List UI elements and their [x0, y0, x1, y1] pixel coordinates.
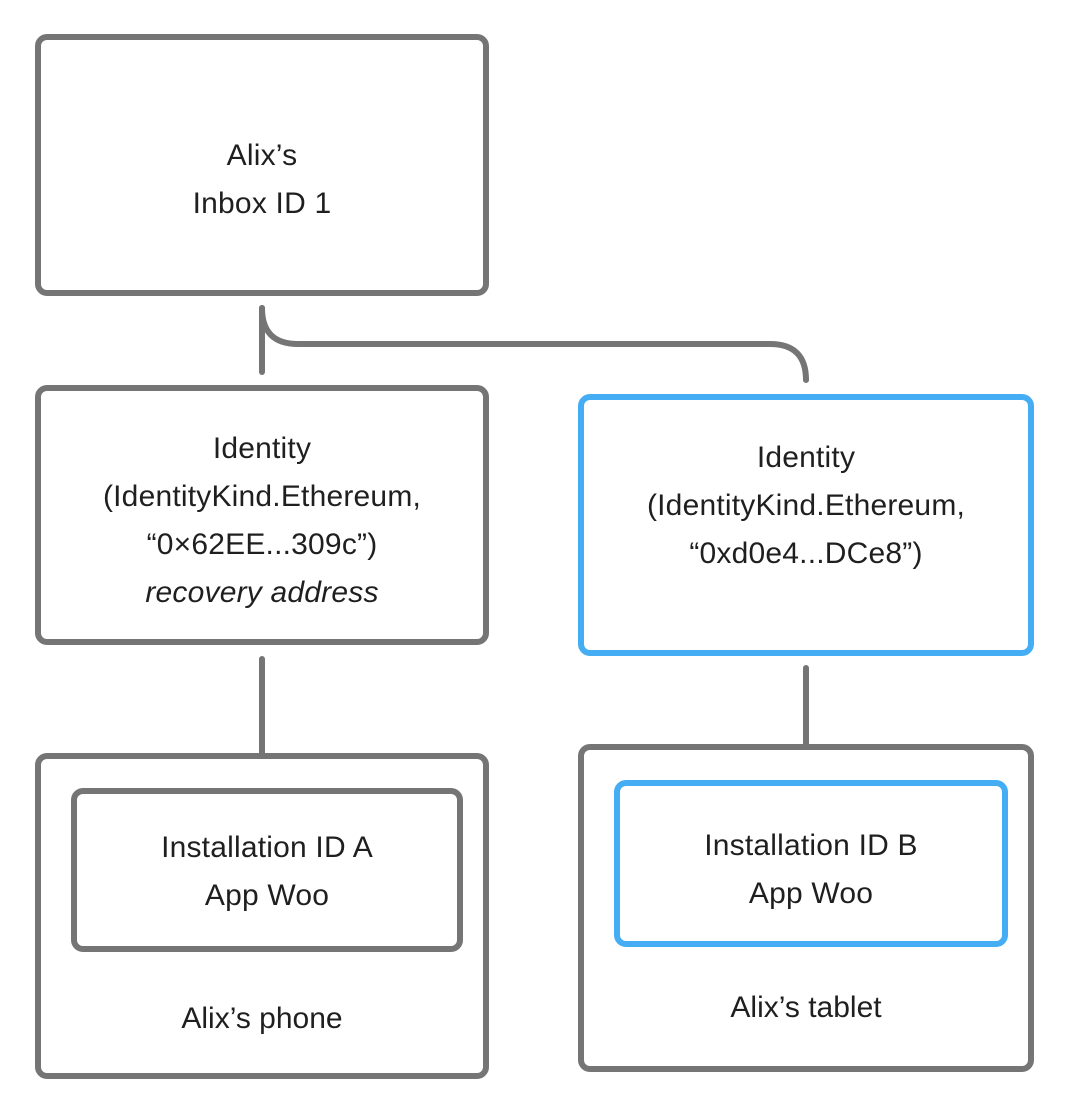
installation-id-label: Installation ID A: [161, 831, 373, 864]
identity-second-text: Identity (IdentityKind.Ethereum, “0xd0e4…: [584, 434, 1028, 578]
installation-b-node: Installation ID B App Woo: [614, 780, 1008, 947]
inbox-owner-label: Alix’s: [226, 139, 298, 172]
identity-title: Identity: [756, 441, 856, 474]
installation-id-label: Installation ID B: [704, 829, 918, 862]
identity-second-node: Identity (IdentityKind.Ethereum, “0xd0e4…: [578, 394, 1034, 656]
inbox-id-text: Alix’s Inbox ID 1: [41, 132, 483, 228]
identity-recovery-text: Identity (IdentityKind.Ethereum, “0×62EE…: [41, 425, 483, 617]
device-tablet-node: Installation ID B App Woo Alix’s tablet: [578, 744, 1034, 1072]
identity-title: Identity: [212, 432, 312, 465]
recovery-address-note: recovery address: [145, 576, 379, 609]
identity-kind: (IdentityKind.Ethereum,: [646, 489, 966, 522]
identity-kind: (IdentityKind.Ethereum,: [102, 480, 422, 513]
identity-address: “0×62EE...309c”): [146, 528, 378, 561]
inbox-id-node: Alix’s Inbox ID 1: [35, 34, 489, 296]
identity-address: “0xd0e4...DCe8”): [689, 537, 923, 570]
installation-a-text: Installation ID A App Woo: [77, 824, 457, 920]
device-tablet-label: Alix’s tablet: [730, 991, 882, 1024]
installation-b-text: Installation ID B App Woo: [620, 822, 1002, 918]
installation-app-label: App Woo: [748, 877, 874, 910]
device-phone-node: Installation ID A App Woo Alix’s phone: [35, 753, 489, 1079]
installation-app-label: App Woo: [204, 879, 330, 912]
inbox-id-label: Inbox ID 1: [192, 187, 332, 220]
connector-inbox-identity2: [259, 305, 809, 383]
installation-a-node: Installation ID A App Woo: [71, 788, 463, 952]
device-phone-label: Alix’s phone: [181, 1002, 343, 1035]
identity-recovery-node: Identity (IdentityKind.Ethereum, “0×62EE…: [35, 385, 489, 645]
